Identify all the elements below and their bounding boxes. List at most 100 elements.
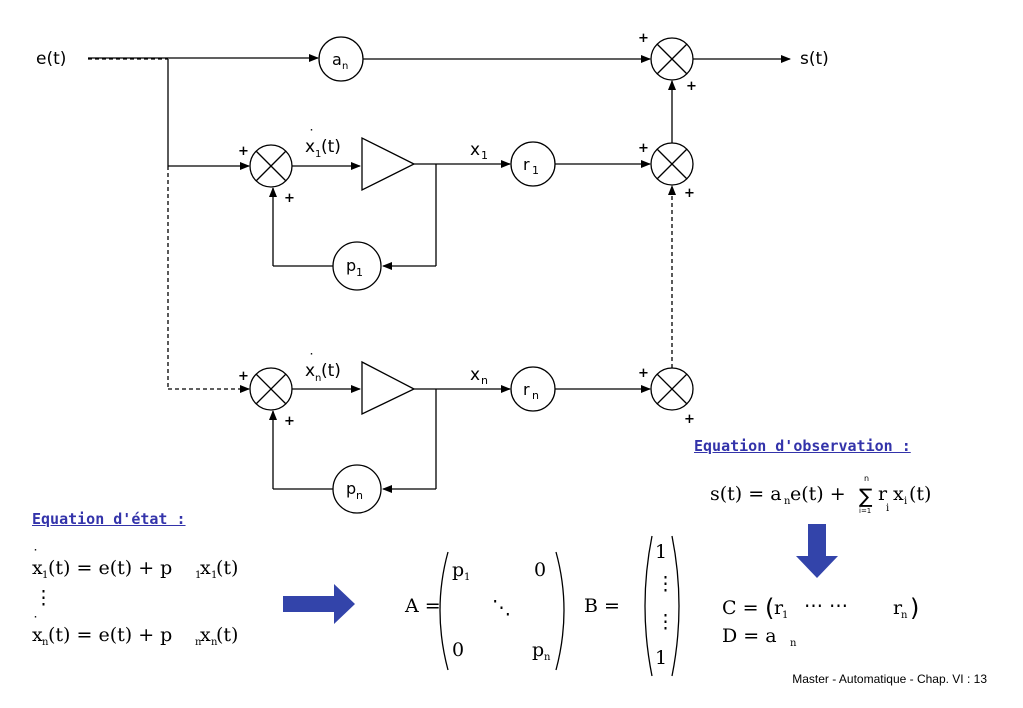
state-equation-1: x ˙ 1 (t) = e(t) + p 1 x 1 (t) xyxy=(32,548,238,581)
sign-plus: + xyxy=(284,191,295,206)
output-sum-junction xyxy=(650,37,694,81)
svg-text:r: r xyxy=(774,597,784,619)
svg-text:r: r xyxy=(523,155,530,174)
svg-text:1: 1 xyxy=(42,570,48,581)
svg-text:(t): (t) xyxy=(321,137,341,157)
state1-sum-junction xyxy=(249,144,293,188)
svg-text:⋮: ⋮ xyxy=(656,611,675,633)
observation-equation-title: Equation d'observation : xyxy=(694,437,911,455)
sign-plus: + xyxy=(238,144,249,159)
gain-an-node: a n xyxy=(318,36,364,82)
svg-text:x: x xyxy=(200,557,211,579)
svg-text:p: p xyxy=(452,559,464,581)
integrator1-triangle xyxy=(361,136,416,192)
svg-text:(t): (t) xyxy=(216,624,238,646)
svg-text:⋮: ⋮ xyxy=(656,573,675,595)
svg-text:): ) xyxy=(910,594,919,622)
matrix-a: p 1 0 ⋱ 0 p n xyxy=(439,551,565,671)
svg-text:n: n xyxy=(211,637,218,648)
svg-text:e(t) +: e(t) + xyxy=(790,483,846,505)
svg-text:n: n xyxy=(195,637,202,648)
x1-label: x 1 xyxy=(470,140,488,162)
svg-text:(t): (t) xyxy=(909,483,931,505)
gain-rn-node: r n xyxy=(510,366,556,412)
slide-footer: Master - Automatique - Chap. VI : 13 xyxy=(792,672,987,686)
input-signal: e(t) xyxy=(36,49,66,69)
observation-equation: s(t) = a n e(t) + ∑ n i=1 r i x i (t) xyxy=(710,474,931,515)
input-label: e(t) xyxy=(36,49,66,69)
sign-plus: + xyxy=(638,31,649,46)
svg-text:n: n xyxy=(544,652,551,663)
svg-text:1: 1 xyxy=(532,164,539,177)
svg-text:⋱: ⋱ xyxy=(492,597,511,619)
svg-text:(t) = e(t) + p: (t) = e(t) + p xyxy=(48,557,172,579)
sign-plus: + xyxy=(686,79,697,94)
svg-text:n: n xyxy=(481,374,488,387)
sign-plus: + xyxy=(238,369,249,384)
sign-plus: + xyxy=(684,186,695,201)
svg-text:n: n xyxy=(864,474,869,483)
gain-r1-node: r 1 xyxy=(510,141,556,187)
matrix-c-equation: C = ( r 1 ⋯ ⋯ r n ) xyxy=(722,594,919,622)
svg-text:1: 1 xyxy=(356,266,363,279)
svg-text:x: x xyxy=(32,557,43,579)
matrix-b: 1 ⋮ ⋮ 1 xyxy=(644,535,680,677)
svg-text:n: n xyxy=(356,489,363,502)
svg-text:i: i xyxy=(886,503,889,514)
svg-text:i: i xyxy=(904,496,907,507)
svg-text:n: n xyxy=(532,389,539,402)
svg-text:⋯ ⋯: ⋯ ⋯ xyxy=(804,595,848,617)
svg-text:1: 1 xyxy=(464,572,470,583)
sign-plus: + xyxy=(684,412,695,427)
svg-text:x: x xyxy=(305,137,315,157)
state-equation-title: Equation d'état : xyxy=(32,510,186,528)
matrix-b-label: B = xyxy=(584,595,620,617)
staten-sum-junction xyxy=(249,367,293,411)
svg-text:x: x xyxy=(32,624,43,646)
svg-text:n: n xyxy=(784,496,791,507)
svg-text:0: 0 xyxy=(452,639,464,661)
svg-text:(t): (t) xyxy=(321,361,341,381)
svg-text:1: 1 xyxy=(481,149,488,162)
gain-an-label: a xyxy=(332,50,342,69)
moden-output-sum-junction xyxy=(650,367,694,411)
svg-text:r: r xyxy=(878,483,888,505)
svg-text:1: 1 xyxy=(782,610,788,621)
svg-text:n: n xyxy=(901,610,908,621)
gain-pn-node: p n xyxy=(332,464,382,514)
x1-dot-label: x 1 ˙ (t) xyxy=(305,128,341,160)
svg-text:1: 1 xyxy=(315,149,321,160)
state-equation-vdots: ⋮ xyxy=(34,587,53,609)
xn-label: x n xyxy=(470,365,488,387)
svg-text:˙: ˙ xyxy=(32,548,39,564)
arrow-right-icon xyxy=(283,584,355,624)
svg-text:C =: C = xyxy=(722,597,759,619)
svg-text:n: n xyxy=(42,637,49,648)
svg-text:(t) = e(t) + p: (t) = e(t) + p xyxy=(48,624,172,646)
svg-text:1: 1 xyxy=(655,541,667,563)
svg-text:s(t) = a: s(t) = a xyxy=(710,483,782,505)
svg-text:1: 1 xyxy=(195,570,201,581)
matrix-a-label: A = xyxy=(404,595,441,617)
sign-plus: + xyxy=(638,366,649,381)
svg-text:i=1: i=1 xyxy=(859,507,871,515)
svg-text:p: p xyxy=(346,256,356,275)
sign-plus: + xyxy=(284,414,295,429)
svg-text:r: r xyxy=(893,597,903,619)
svg-text:0: 0 xyxy=(534,559,546,581)
gain-p1-node: p 1 xyxy=(332,241,382,291)
svg-text:(: ( xyxy=(765,594,774,622)
svg-text:(t): (t) xyxy=(216,557,238,579)
integratorn-triangle xyxy=(361,360,416,416)
matrix-d-equation: D = a n xyxy=(722,625,797,649)
svg-text:r: r xyxy=(523,380,530,399)
xn-dot-label: x n ˙ (t) xyxy=(305,352,341,384)
state-equation-n: x ˙ n (t) = e(t) + p n x n (t) xyxy=(32,615,238,648)
svg-text:∑: ∑ xyxy=(859,484,873,508)
sign-plus: + xyxy=(638,141,649,156)
svg-text:x: x xyxy=(893,483,904,505)
svg-text:x: x xyxy=(470,365,480,385)
svg-text:n: n xyxy=(790,638,797,649)
svg-text:1: 1 xyxy=(211,570,217,581)
